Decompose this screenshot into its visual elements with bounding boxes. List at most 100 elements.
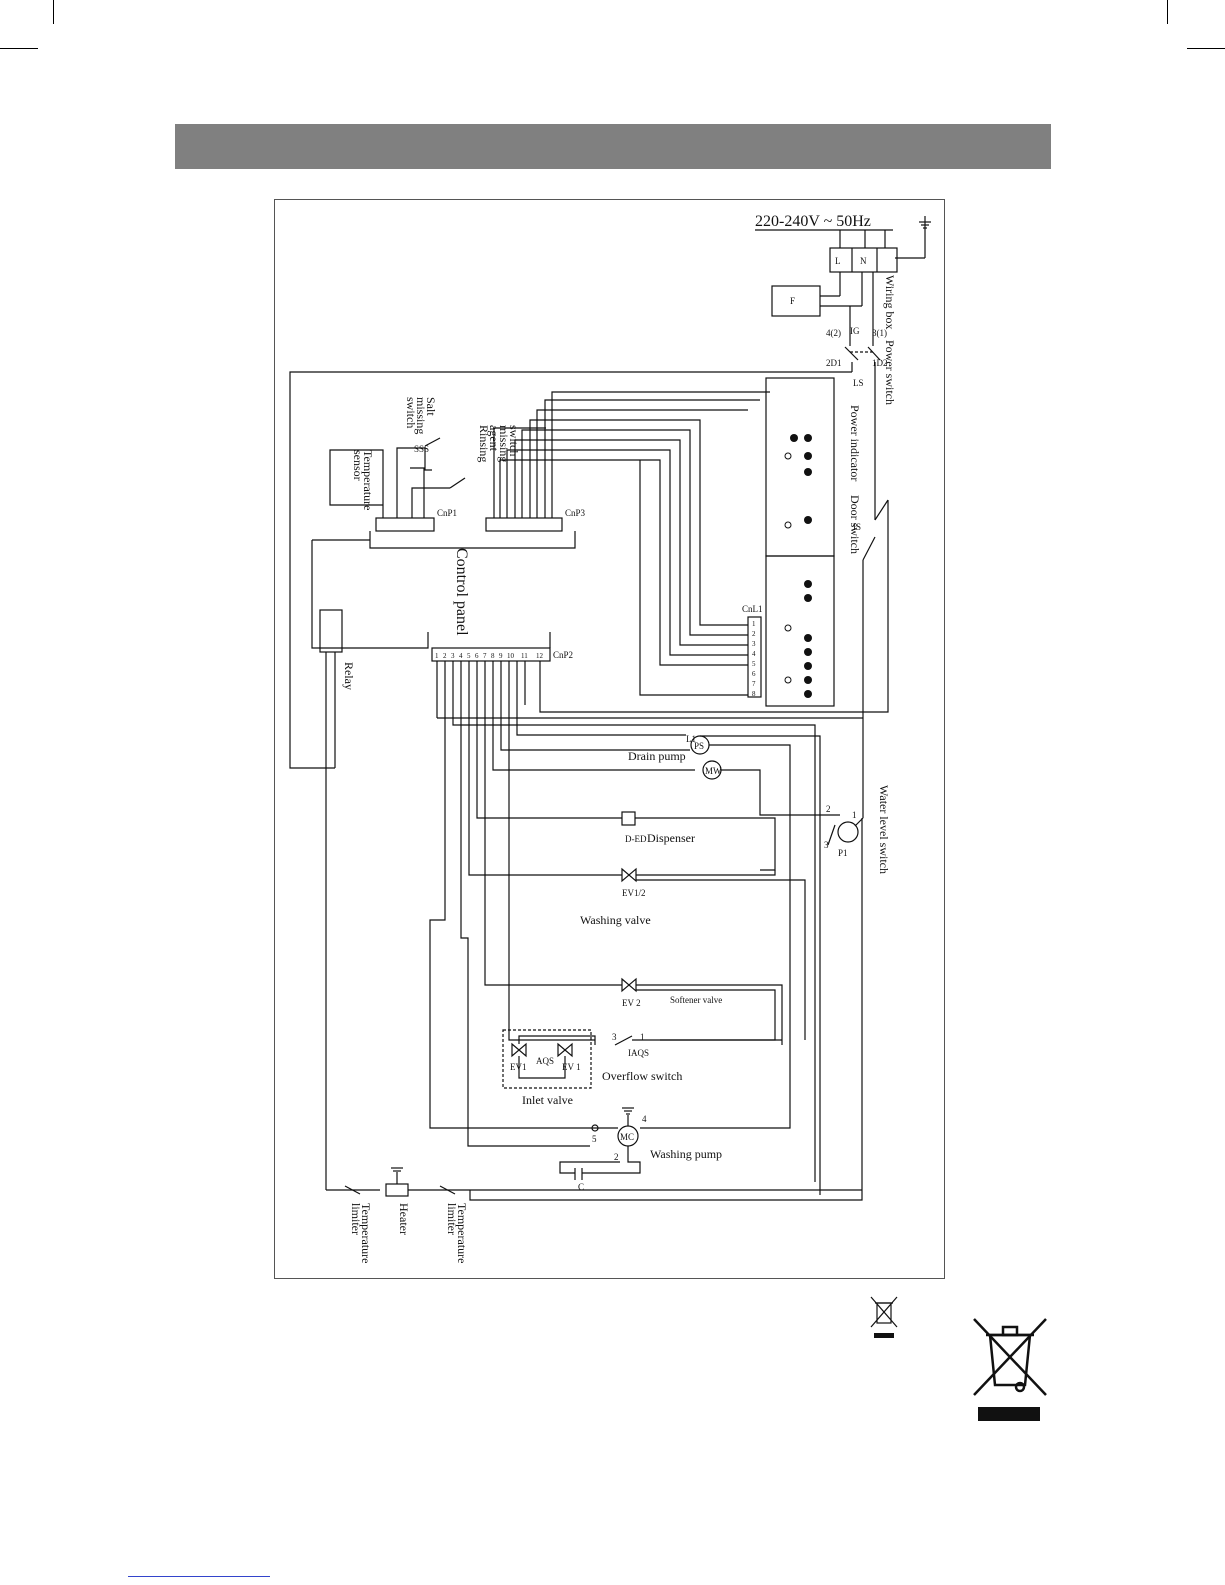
code-is: IS [853,522,861,532]
pin-label: 4 [752,650,756,658]
pin-label: 3 [752,640,756,648]
code-t2: 2 [826,804,831,814]
code-l1: L1 [686,734,696,744]
code-p1: P1 [838,848,848,858]
code-3-1: 3(1) [872,328,887,338]
crop-mark [53,0,54,24]
washing-valve-symbol [621,867,637,883]
footer-link-underline[interactable] [128,1576,270,1577]
crop-mark [0,48,38,49]
temp-limiter-right-line2: limiter [445,1203,459,1235]
rinsing-label-line1: Rinsing [477,425,491,462]
power-switch-label: Power switch [883,340,897,405]
heater-label: Heater [397,1203,411,1235]
weee-crossed-bin-icon [870,1296,898,1338]
pin-label: 7 [483,652,487,660]
heater-symbol [385,1183,409,1197]
rinsing-label-line4: switch [507,425,521,456]
code-t3b: 3 [612,1032,617,1042]
washing-pump-label: Washing pump [650,1147,722,1161]
pin-label: 1 [752,620,756,628]
temp-limiter-left-line1: Temperature [359,1203,373,1263]
wiring-diagram-frame [274,199,945,1279]
code-t1b: 1 [640,1032,645,1042]
overflow-switch-label: Overflow switch [602,1069,682,1083]
code-ded: D-ED [625,834,647,844]
water-level-switch-symbol [837,821,859,843]
wiring-box [829,247,898,273]
connector-cnl1 [747,616,762,698]
code-aqs: AQS [536,1056,554,1066]
pin-label: 5 [467,652,471,660]
ground-icon [391,1167,403,1172]
pin-label: 2 [752,630,756,638]
rinsing-label-line3: missing [497,425,511,462]
pin-label: 9 [499,652,503,660]
weee-crossed-bin-icon [973,1318,1047,1421]
supply-voltage-label: 220-240V ~ 50Hz [755,213,871,230]
code-t3: 3 [824,840,829,850]
indicator-leds [790,434,812,698]
ground-icon [919,216,931,229]
softener-valve-symbol [621,977,637,993]
code-ev12: EV1/2 [622,888,646,898]
temp-limiter-left-line2: limiter [349,1203,363,1235]
pin-label: 8 [752,690,756,698]
pin-label: 10 [507,652,515,660]
pin-label: 4 [459,652,463,660]
power-indicator-label: Power indicator [848,405,862,481]
temperature-sensor-label-line2: sensor [351,450,365,481]
crop-mark [1187,48,1225,49]
code-t5: 5 [592,1134,597,1144]
code-cnp3: CnP3 [565,508,586,518]
salt-missing-switch-label-line1: Salt [424,397,438,416]
terminal-l-label: L [835,256,841,266]
filter-box [771,285,821,317]
dispenser-symbol [621,811,636,826]
rinsing-label-line2: agent [487,425,501,452]
code-ev1b: EV 1 [562,1062,581,1072]
temp-limiter-right-line1: Temperature [455,1203,469,1263]
section-header-bar [175,124,1051,169]
pin-label: 8 [491,652,495,660]
code-t2b: 2 [614,1152,619,1162]
drain-pump-label: Drain pump [628,749,686,763]
code-ig: IG [850,326,860,336]
inlet-valve-box [502,1029,592,1089]
code-ev1a: EV1 [510,1062,527,1072]
pin-label: 5 [752,660,756,668]
code-4-2: 4(2) [826,328,841,338]
pin-label: 7 [752,680,756,688]
code-cnp1: CnP1 [437,508,457,518]
salt-missing-switch-label-line2: missing [414,397,428,434]
pin-label: 2 [443,652,447,660]
code-ev2: EV 2 [622,998,641,1008]
code-2d1: 2D1 [826,358,842,368]
code-t1: 1 [852,810,857,820]
code-t4: 4 [642,1114,647,1124]
dispenser-label: Dispenser [647,831,695,845]
washing-valve-label: Washing valve [580,913,651,927]
pin-label: 3 [451,652,455,660]
crop-mark [1167,0,1168,24]
connector-cnp3 [485,517,563,532]
relay [319,609,343,653]
inlet-valve-label: Inlet valve [522,1093,573,1107]
indicator-board [765,555,835,707]
pin-label: 6 [752,670,756,678]
pin-label: 11 [521,652,528,660]
terminal-n-label: N [860,256,867,266]
wiring-box-label: Wiring box [883,275,897,330]
control-panel-label: Control panel [453,548,470,636]
water-level-switch-label: Water level switch [877,785,891,874]
code-cnp2: CnP2 [553,650,573,660]
connector-cnp1 [375,517,435,532]
connector-cnp2 [431,647,551,662]
ground-icon [622,1107,634,1115]
indicator-board [765,377,835,557]
pin-label: 12 [536,652,544,660]
filter-label: F [790,296,795,306]
relay-label: Relay [342,662,356,690]
salt-missing-switch-label-line3: switch [404,397,418,428]
